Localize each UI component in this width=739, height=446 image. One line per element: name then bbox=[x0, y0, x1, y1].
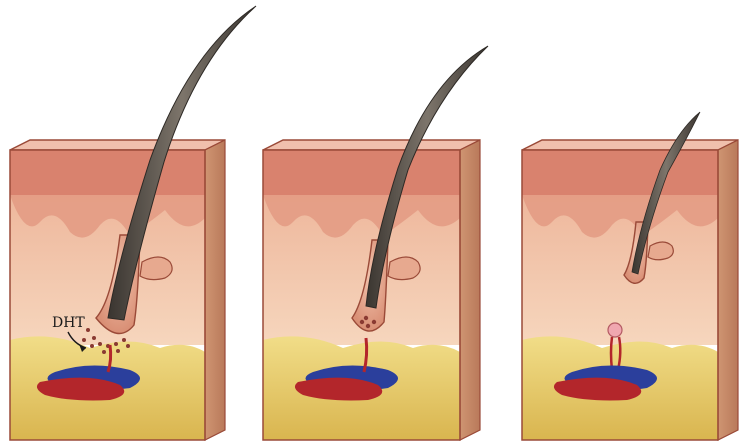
detached-dermal-papilla bbox=[608, 323, 622, 337]
panel-miniaturized-follicle bbox=[522, 112, 738, 440]
panel-healthy-follicle: DHT bbox=[10, 6, 256, 440]
skin-side-face bbox=[718, 140, 738, 440]
skin-side-face bbox=[460, 140, 480, 440]
skin-top-face bbox=[10, 140, 225, 150]
panel-miniaturizing-follicle bbox=[263, 46, 488, 440]
skin-top-face bbox=[263, 140, 480, 150]
epidermis-layer bbox=[10, 150, 205, 195]
dht-label: DHT bbox=[52, 315, 85, 331]
sebaceous-gland bbox=[140, 257, 172, 280]
skin-side-face bbox=[205, 140, 225, 440]
epidermis-layer bbox=[263, 150, 460, 195]
sebaceous-gland bbox=[648, 242, 673, 260]
epidermis-layer bbox=[522, 150, 718, 195]
skin-top-face bbox=[522, 140, 738, 150]
capillary bbox=[611, 337, 612, 370]
sebaceous-gland bbox=[388, 257, 420, 280]
